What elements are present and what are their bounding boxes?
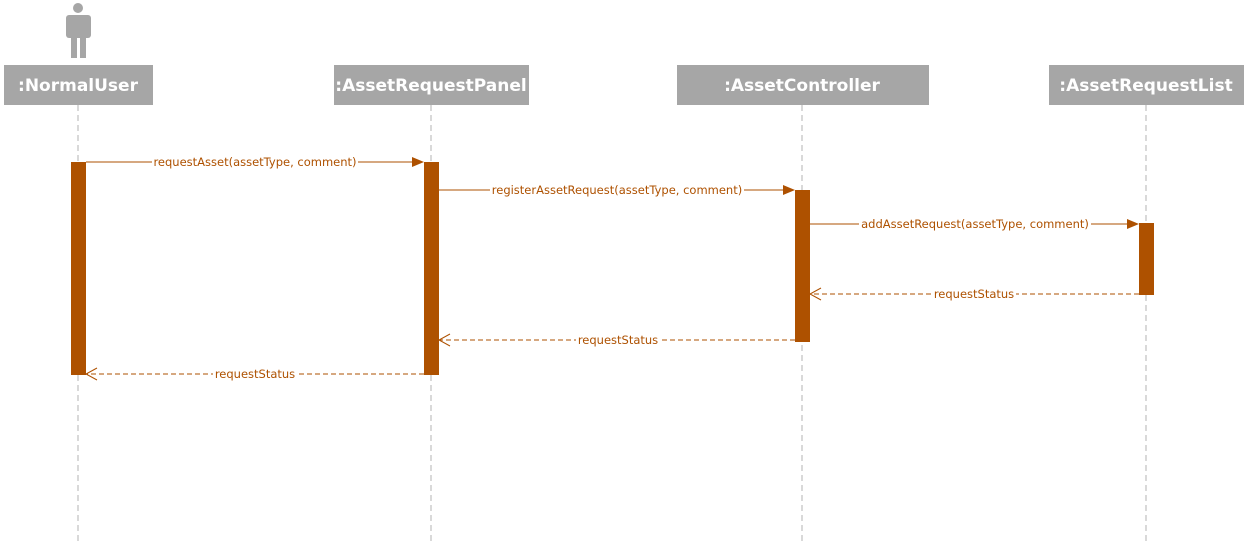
lifeline-header-normal-user: :NormalUser xyxy=(4,65,153,105)
message-label: requestStatus xyxy=(578,333,658,347)
lifeline-label: :AssetRequestPanel xyxy=(335,76,526,96)
lifeline-header-asset-request-panel: :AssetRequestPanel xyxy=(334,65,529,105)
message-add-asset-request: addAssetRequest(assetType, comment) xyxy=(810,217,1139,231)
message-label: addAssetRequest(assetType, comment) xyxy=(861,217,1089,231)
message-label: requestStatus xyxy=(934,287,1014,301)
message-label: requestAsset(assetType, comment) xyxy=(153,155,356,169)
message-register-asset-request: registerAssetRequest(assetType, comment) xyxy=(439,183,795,197)
message-return-request-status: requestStatus xyxy=(808,287,1139,301)
activation-bar xyxy=(795,190,810,342)
message-label: registerAssetRequest(assetType, comment) xyxy=(492,183,742,197)
message-label: requestStatus xyxy=(215,367,295,381)
lifeline-label: :AssetController xyxy=(724,76,880,96)
activation-bar xyxy=(71,162,86,375)
lifeline-label: :NormalUser xyxy=(18,76,139,96)
lifeline-header-asset-request-list: :AssetRequestList xyxy=(1049,65,1244,105)
message-return-request-status: requestStatus xyxy=(437,333,795,347)
lifeline-label: :AssetRequestList xyxy=(1059,76,1232,96)
message-request-asset: requestAsset(assetType, comment) xyxy=(86,155,424,169)
activation-bar xyxy=(424,162,439,375)
activation-bar xyxy=(1139,223,1154,295)
message-return-request-status: requestStatus xyxy=(84,367,424,381)
lifeline-header-asset-controller: :AssetController xyxy=(677,65,929,105)
person-icon xyxy=(66,3,91,58)
